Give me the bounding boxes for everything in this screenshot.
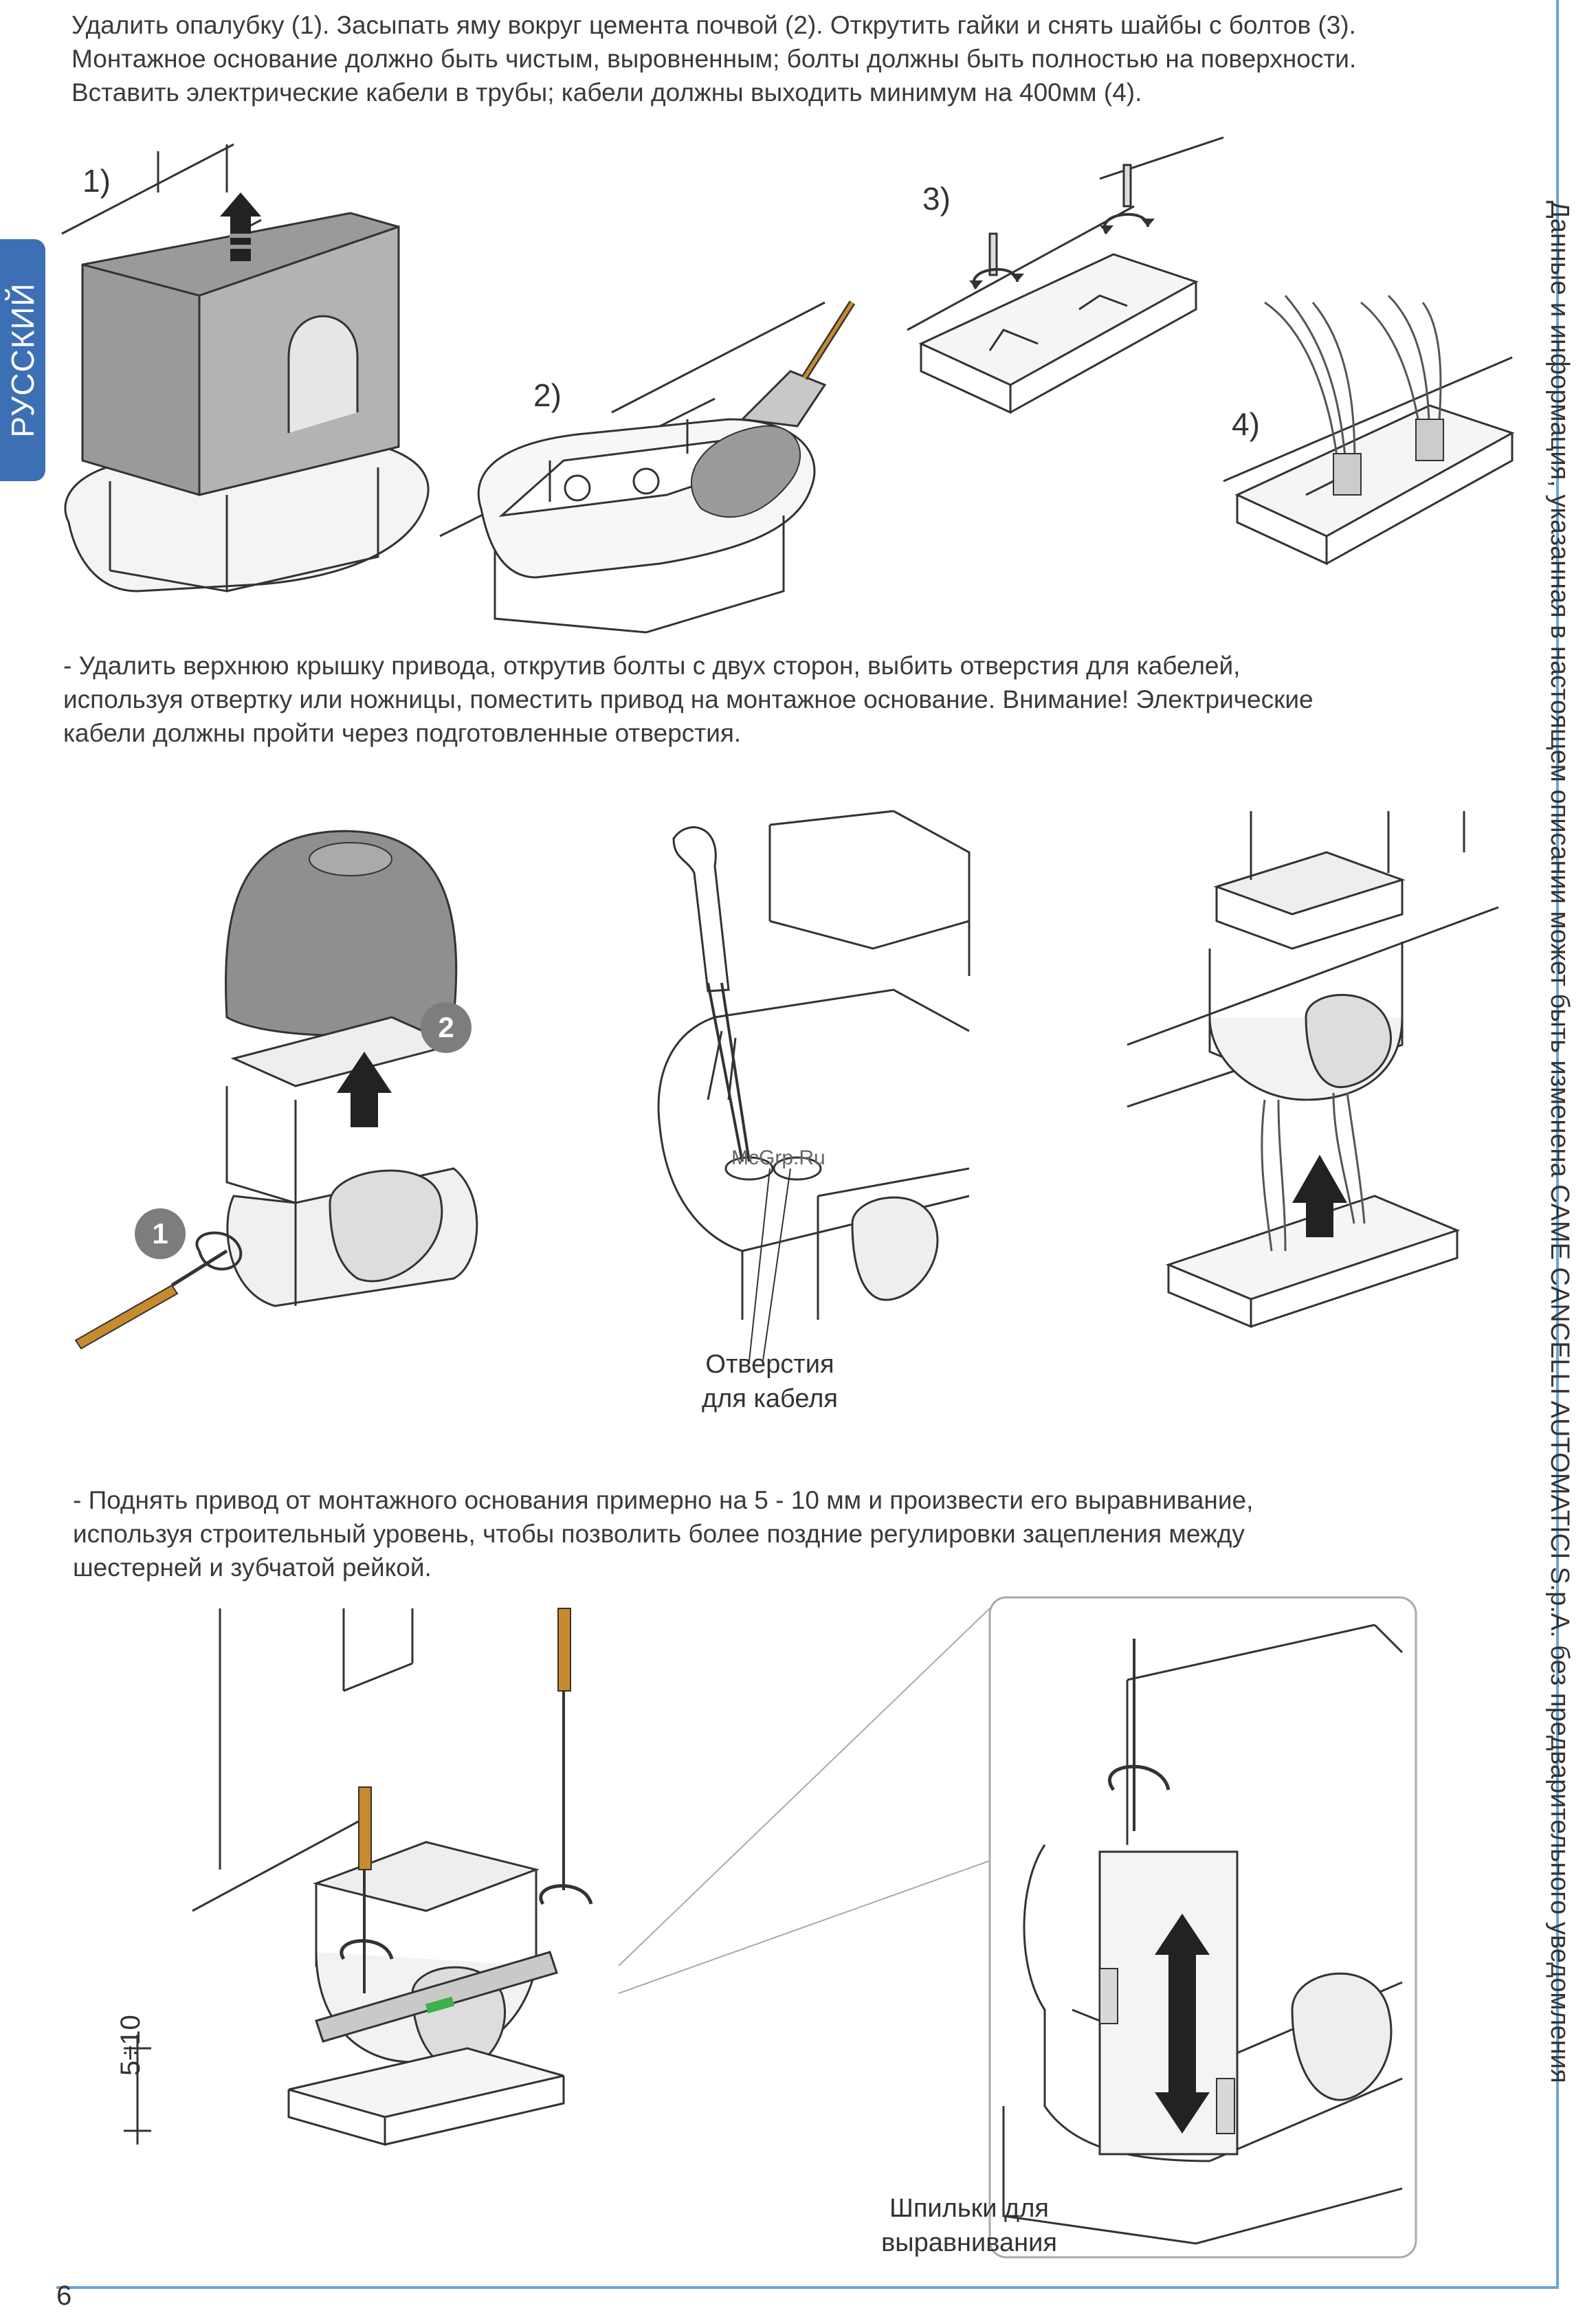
step-1-label: 1) — [82, 163, 111, 199]
step-4-label: 4) — [1232, 406, 1260, 442]
section1-line: Монтажное основание должно быть чистым, … — [71, 45, 1357, 73]
section2-line: используя отвертку или ножницы, поместит… — [63, 685, 1314, 713]
section3-line: шестерней и зубчатой рейкой. — [73, 1553, 432, 1582]
step-badge-2: 2 — [421, 1002, 472, 1053]
levelling-illustration — [124, 1608, 593, 2146]
formwork-removal-illustration — [61, 143, 430, 592]
watermark: McGrp.Ru — [731, 1147, 825, 1169]
cable-holes-caption: Отверстия для кабеля — [674, 1347, 866, 1416]
step-2-label: 2) — [533, 377, 562, 413]
section2-text: - Удалить верхнюю крышку привода, открут… — [63, 649, 1314, 750]
section1-text: Удалить опалубку (1). Засыпать яму вокру… — [71, 8, 1356, 109]
levelling-studs-caption: Шпильки для выравнивания — [852, 2191, 1086, 2260]
disclaimer-note: Данные и информация, указанная в настоящ… — [1545, 201, 1574, 2083]
section3-line: - Поднять привод от монтажного основания… — [73, 1486, 1254, 1514]
section3-line: используя строительный уровень, чтобы по… — [73, 1520, 1245, 1548]
remove-nuts-illustration — [907, 136, 1224, 414]
page-frame — [56, 0, 1559, 2289]
section2-line: кабели должны пройти через подготовленны… — [63, 719, 742, 747]
caption-line: Шпильки для — [889, 2194, 1049, 2223]
caption-line: для кабеля — [701, 1384, 839, 1413]
section2-line: - Удалить верхнюю крышку привода, открут… — [63, 652, 1241, 680]
step-3-label: 3) — [922, 181, 951, 217]
cables-illustration — [1223, 294, 1515, 566]
section3-text: - Поднять привод от монтажного основания… — [73, 1483, 1253, 1584]
cover-removal-illustration — [74, 830, 478, 1350]
detail-callout-lines — [618, 1608, 1004, 1994]
section1-line: Удалить опалубку (1). Засыпать яму вокру… — [71, 11, 1356, 39]
cable-holes-illustration — [657, 810, 971, 1362]
caption-line: выравнивания — [881, 2228, 1057, 2257]
step-badge-1: 1 — [135, 1208, 186, 1259]
backfill-illustration — [439, 300, 856, 634]
levelling-detail-illustration — [988, 1596, 1417, 2259]
page-number: 6 — [56, 2281, 72, 2311]
gap-dimension: 5÷10 — [115, 2015, 146, 2076]
caption-line: Отверстия — [705, 1350, 834, 1379]
mounting-on-base-illustration — [1127, 811, 1499, 1329]
language-tab: РУССКИЙ — [0, 239, 45, 481]
section1-line: Вставить электрические кабели в трубы; к… — [71, 78, 1142, 107]
language-tab-label: РУССКИЙ — [5, 283, 41, 438]
